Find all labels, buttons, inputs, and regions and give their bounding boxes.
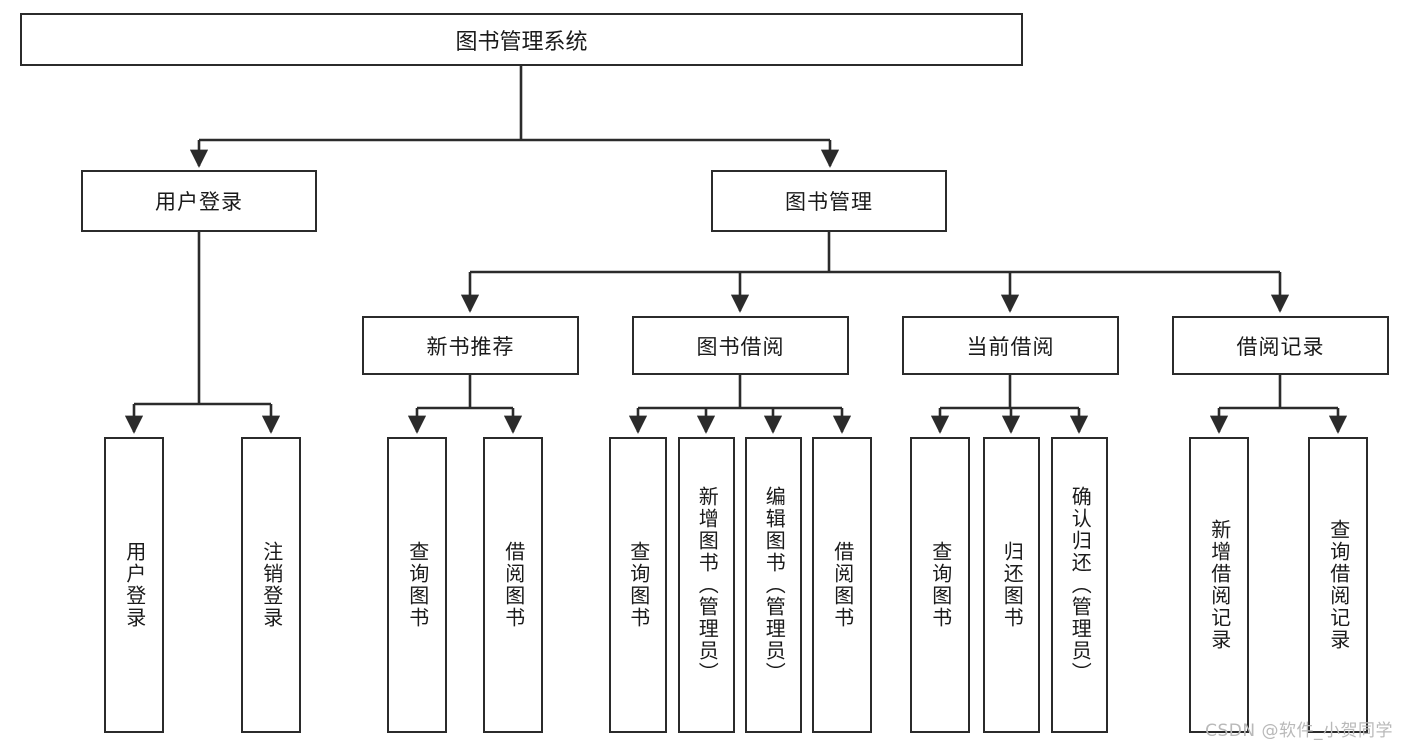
- node-current-borrow-label: 当前借阅: [966, 334, 1055, 359]
- node-book-borrow-label: 图书借阅: [696, 334, 785, 359]
- node-leaf-return-book[interactable]: 归还图书: [983, 437, 1040, 733]
- node-leaf-query-book-3-label: 查询图书: [928, 541, 953, 629]
- node-leaf-edit-book[interactable]: 编辑图书（管理员）: [745, 437, 802, 733]
- node-leaf-return-book-label: 归还图书: [1000, 541, 1025, 629]
- node-new-book-rec[interactable]: 新书推荐: [362, 316, 579, 375]
- node-user-login-label: 用户登录: [155, 190, 243, 214]
- node-leaf-borrow-book-2-label: 借阅图书: [830, 541, 855, 629]
- node-leaf-borrow-book-2[interactable]: 借阅图书: [812, 437, 872, 733]
- node-leaf-query-book-1[interactable]: 查询图书: [387, 437, 447, 733]
- node-leaf-query-book-1-label: 查询图书: [405, 541, 430, 629]
- node-book-manage-label: 图书管理: [785, 190, 873, 214]
- node-leaf-add-book-label: 新增图书（管理员）: [695, 486, 720, 684]
- node-leaf-logout-label: 注销登录: [259, 541, 284, 629]
- node-leaf-edit-book-label: 编辑图书（管理员）: [762, 486, 787, 684]
- node-book-manage[interactable]: 图书管理: [711, 170, 947, 232]
- node-leaf-query-book-2-label: 查询图书: [626, 541, 651, 629]
- node-borrow-record-label: 借阅记录: [1236, 334, 1325, 359]
- node-leaf-borrow-book-1-label: 借阅图书: [501, 541, 526, 629]
- node-leaf-query-book-3[interactable]: 查询图书: [910, 437, 970, 733]
- node-new-book-rec-label: 新书推荐: [426, 334, 515, 359]
- node-leaf-borrow-book-1[interactable]: 借阅图书: [483, 437, 543, 733]
- watermark: CSDN @软件_小贺同学: [1205, 721, 1393, 741]
- node-user-login[interactable]: 用户登录: [81, 170, 317, 232]
- node-leaf-add-book[interactable]: 新增图书（管理员）: [678, 437, 735, 733]
- node-leaf-add-record[interactable]: 新增借阅记录: [1189, 437, 1249, 733]
- node-root-label: 图书管理系统: [455, 29, 588, 55]
- node-leaf-user-login[interactable]: 用户登录: [104, 437, 164, 733]
- node-leaf-add-record-label: 新增借阅记录: [1207, 519, 1232, 651]
- node-leaf-logout[interactable]: 注销登录: [241, 437, 301, 733]
- node-book-borrow[interactable]: 图书借阅: [632, 316, 849, 375]
- node-borrow-record[interactable]: 借阅记录: [1172, 316, 1389, 375]
- node-leaf-confirm-return[interactable]: 确认归还（管理员）: [1051, 437, 1108, 733]
- node-leaf-confirm-return-label: 确认归还（管理员）: [1068, 486, 1093, 684]
- node-current-borrow[interactable]: 当前借阅: [902, 316, 1119, 375]
- node-leaf-query-book-2[interactable]: 查询图书: [609, 437, 667, 733]
- node-leaf-query-record[interactable]: 查询借阅记录: [1308, 437, 1368, 733]
- node-leaf-user-login-label: 用户登录: [122, 541, 147, 629]
- node-root[interactable]: 图书管理系统: [20, 13, 1023, 66]
- node-leaf-query-record-label: 查询借阅记录: [1326, 519, 1351, 651]
